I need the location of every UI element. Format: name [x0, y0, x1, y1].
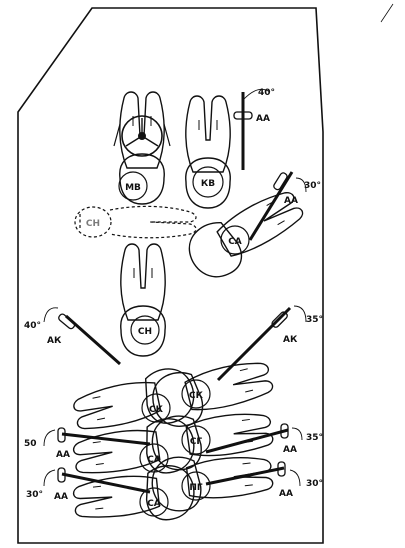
weapon-aa-top [233, 88, 271, 170]
weapon-ak-left [43, 307, 121, 366]
weapon-label-aa-right-top: АА [284, 196, 298, 206]
role-label-sa-left1: СА [147, 455, 161, 465]
weapon-aa-left-bottom [43, 467, 151, 494]
role-label-commander: КВ [201, 179, 215, 189]
seat-sa-top [220, 225, 250, 255]
weapon-label-ak-right: АК [283, 335, 298, 345]
weapon-label-aa-top: АА [256, 114, 270, 124]
seat-kv [192, 166, 224, 198]
weapon-label-aa-right-mid: АА [283, 445, 297, 455]
angle-30-top: 30° [304, 181, 321, 191]
hull-outline [17, 7, 324, 544]
angle-30-right: 30° [306, 479, 323, 489]
weapon-label-aa-left-bottom: АА [54, 492, 68, 502]
weapon-aa-left-mid [43, 427, 151, 447]
angle-35-right: 35° [306, 315, 323, 325]
seat-sa-left2 [139, 487, 169, 517]
weapon-aa-right-top [248, 171, 307, 241]
seat-sg [181, 425, 211, 455]
role-label-center: СН [138, 327, 152, 337]
role-label-driver: МВ [125, 183, 141, 193]
weapon-label-aa-right-bottom: АА [279, 489, 293, 499]
angle-30-left: 30° [26, 490, 43, 500]
passenger-dashed-figure [74, 205, 197, 239]
weapon-label-aa-left-mid: АА [56, 450, 70, 460]
role-label-pg: ПГ [189, 483, 203, 493]
role-label-sk-left: СК [149, 405, 164, 415]
weapon-aa-right-mid [205, 423, 303, 454]
center-figure [120, 243, 166, 357]
role-label-sk-right: СК [189, 391, 204, 401]
commander-figure [185, 95, 231, 209]
role-label-sg: СГ [190, 437, 203, 447]
angle-35-right2: 35° [306, 433, 323, 443]
hull-corner-mark [380, 3, 394, 23]
role-label-gunner-top: СА [228, 237, 242, 247]
seat-mv [118, 171, 148, 201]
weapon-label-ak-left: АК [47, 336, 62, 346]
angle-40-top: 40° [258, 88, 275, 98]
role-label-sa-left2: СА [147, 499, 161, 509]
crew-sk-right [147, 351, 276, 432]
driver-figure [113, 91, 171, 205]
angle-40-left: 40° [24, 321, 41, 331]
seat-sn [130, 315, 160, 345]
weapon-aa-right-bottom [205, 461, 301, 487]
seat-pg [181, 471, 211, 501]
role-label-passenger-lying: СН [86, 219, 100, 229]
angle-50-left: 50 [24, 439, 37, 449]
weapon-ak-right [216, 305, 307, 382]
seat-sk-right [181, 379, 211, 409]
